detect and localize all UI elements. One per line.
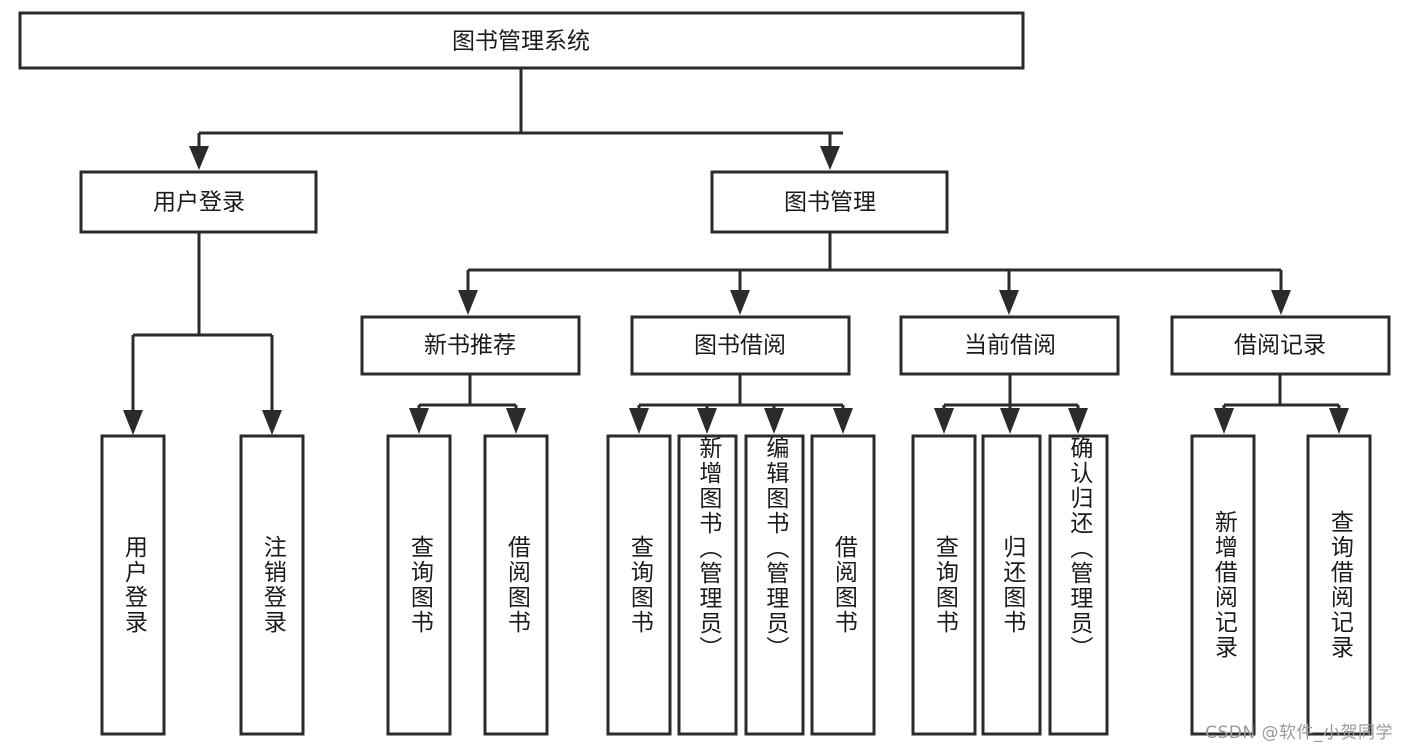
leaf-box-new-book-1[interactable] <box>386 434 452 736</box>
arrow-currentborrow-leaf-1 <box>934 408 954 434</box>
leaf-box-new-book-2[interactable] <box>483 434 549 736</box>
node-current-borrow-label: 当前借阅 <box>964 333 1056 359</box>
arrow-bookborrow-leaf-1 <box>629 408 649 434</box>
connector-group <box>123 68 1349 435</box>
leaf-box-current-borrow-3[interactable] <box>1048 434 1109 736</box>
node-user-login-box[interactable] <box>79 170 318 234</box>
node-book-manage[interactable]: 图书管理 <box>710 170 949 234</box>
node-borrow-record[interactable]: 借阅记录 <box>1170 315 1391 376</box>
arrow-to-user-login <box>189 146 209 170</box>
node-root-label: 图书管理系统 <box>452 29 590 55</box>
node-new-book-recommend-box[interactable] <box>360 315 581 376</box>
node-book-borrow-box[interactable] <box>630 315 851 376</box>
node-book-manage-box[interactable] <box>710 170 949 234</box>
leaf-box-borrow-record-2[interactable] <box>1306 434 1372 736</box>
leaf-box-book-borrow-1[interactable] <box>606 434 672 736</box>
arrow-to-new-book-recommend <box>458 290 478 315</box>
node-book-manage-label: 图书管理 <box>784 190 876 216</box>
node-user-login[interactable]: 用户登录 <box>79 170 318 234</box>
leaf-box-user-login-2[interactable] <box>239 434 305 736</box>
arrow-newbook-leaf-1 <box>409 408 429 434</box>
node-new-book-recommend[interactable]: 新书推荐 <box>360 315 581 376</box>
arrow-newbook-leaf-2 <box>506 408 526 434</box>
node-root-box[interactable] <box>18 11 1025 70</box>
arrow-bookborrow-leaf-3 <box>764 408 784 434</box>
arrow-to-book-manage <box>820 146 840 170</box>
leaf-box-book-borrow-3[interactable] <box>744 434 805 736</box>
leaf-box-book-borrow-2[interactable] <box>677 434 738 736</box>
node-new-book-recommend-label: 新书推荐 <box>424 333 516 359</box>
node-current-borrow[interactable]: 当前借阅 <box>899 315 1120 376</box>
leaf-box-user-login-1[interactable] <box>100 434 166 736</box>
arrow-bookborrow-leaf-2 <box>697 408 717 434</box>
leaf-box-group <box>100 434 1372 736</box>
leaf-box-current-borrow-1[interactable] <box>911 434 977 736</box>
arrow-to-current-borrow <box>999 290 1019 315</box>
arrow-to-book-borrow <box>730 290 750 315</box>
arrow-to-borrow-record <box>1271 290 1291 315</box>
arrow-userlogin-leaf-1 <box>123 410 143 435</box>
watermark: CSDN @软件_小贺同学 <box>1205 723 1393 743</box>
arrow-userlogin-leaf-2 <box>262 410 282 435</box>
arrow-borrowrecord-leaf-1 <box>1214 408 1234 434</box>
node-book-borrow-label: 图书借阅 <box>694 333 786 359</box>
node-user-login-label: 用户登录 <box>153 190 245 216</box>
arrow-currentborrow-leaf-2 <box>1000 408 1020 434</box>
arrow-borrowrecord-leaf-2 <box>1329 408 1349 434</box>
leaf-box-book-borrow-4[interactable] <box>810 434 876 736</box>
node-current-borrow-box[interactable] <box>899 315 1120 376</box>
leaf-box-current-borrow-2[interactable] <box>981 434 1042 736</box>
node-root[interactable]: 图书管理系统 <box>18 11 1025 70</box>
arrow-currentborrow-leaf-3 <box>1068 408 1088 434</box>
arrow-bookborrow-leaf-4 <box>833 408 853 434</box>
leaf-box-borrow-record-1[interactable] <box>1190 434 1256 736</box>
node-borrow-record-box[interactable] <box>1170 315 1391 376</box>
node-book-borrow[interactable]: 图书借阅 <box>630 315 851 376</box>
node-borrow-record-label: 借阅记录 <box>1234 333 1326 359</box>
